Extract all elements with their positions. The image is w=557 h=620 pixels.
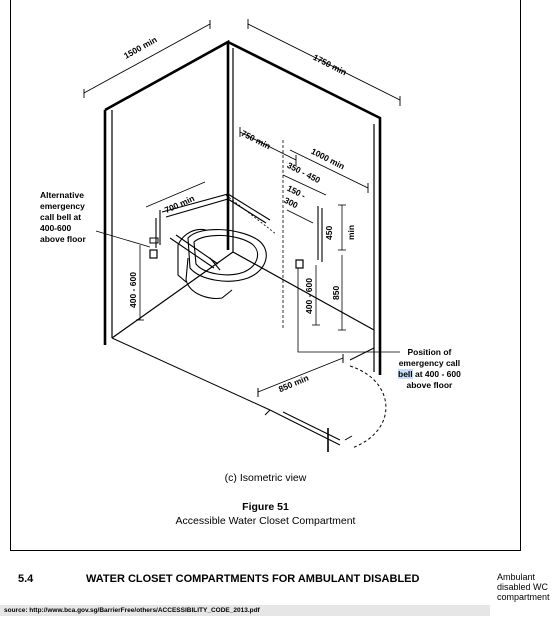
callout-left-line-2: emergency (40, 201, 85, 211)
dim-400-600-right: 400 - 600 (304, 278, 314, 314)
bell-box-left (149, 249, 158, 259)
toilet (177, 228, 267, 299)
callout-leader-left (95, 230, 151, 248)
section-title: WATER CLOSET COMPARTMENTS FOR AMBULANT D… (86, 573, 420, 585)
callout-alternative-bell: Alternative emergency call bell at 400-6… (40, 190, 86, 245)
side-note-line-1: Ambulant (497, 572, 536, 582)
bell-box-right (295, 259, 304, 269)
wall-edges (111, 48, 375, 372)
dim-850: 850 (331, 285, 341, 300)
dim-lines-top (83, 19, 401, 224)
callout-leader-right (297, 268, 400, 353)
callout-left-line-3: call bell at (40, 212, 82, 222)
view-label: (c) Isometric view (224, 472, 307, 484)
callout-bell-position: Position of emergency call bell at 400 -… (398, 347, 461, 391)
left-wall (103, 39, 382, 375)
section-number: 5.4 (18, 573, 34, 585)
highlighted-word: bell (398, 369, 413, 379)
callout-left-line-5: above floor (40, 234, 86, 244)
callout-right-line-2: emergency call (398, 358, 461, 368)
figure-number: Figure 51 (242, 501, 289, 513)
callout-right-line-3-rest: at 400 - 600 (412, 369, 461, 379)
callout-right-line-3: bell at 400 - 600 (398, 369, 461, 380)
grab-rails (155, 193, 323, 271)
dim-450-min: min (346, 224, 356, 240)
floor (111, 337, 375, 416)
dim-400-600-left: 400 - 600 (128, 272, 138, 308)
dim-450: 450 (324, 225, 334, 240)
figure-title: Accessible Water Closet Compartment (175, 515, 356, 527)
source-banner: source: http://www.bca.gov.sg/BarrierFre… (0, 605, 490, 616)
cut-off-text (0, 615, 460, 620)
callout-right-line-4: above floor (406, 380, 453, 390)
callout-left-line-1: Alternative (40, 190, 84, 200)
callout-left-line-4: 400-600 (40, 223, 72, 233)
isometric-drawing (83, 19, 401, 452)
side-note: Ambulant disabled WC compartment (497, 572, 557, 602)
side-note-line-3: compartment (497, 592, 550, 602)
figure-frame (10, 0, 521, 551)
side-note-line-2: disabled WC (497, 582, 549, 592)
door (257, 354, 387, 452)
callout-right-line-1: Position of (407, 347, 452, 357)
dim-lines-vertical (136, 140, 346, 331)
